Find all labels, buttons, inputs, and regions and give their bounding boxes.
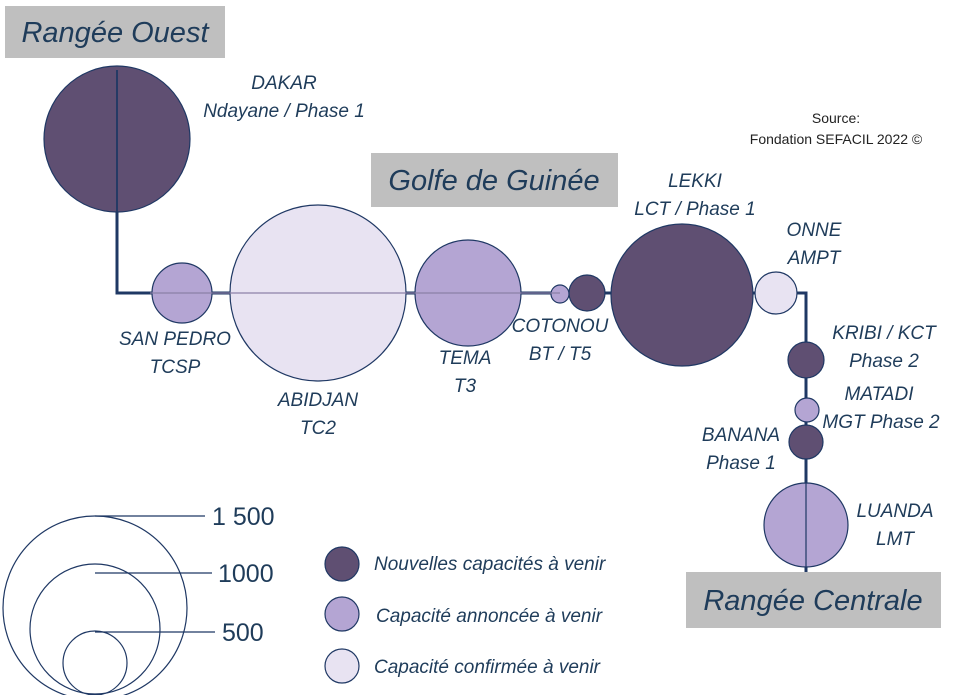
legend-label-nouvelles: Nouvelles capacités à venir	[374, 554, 606, 575]
legend-swatch-nouvelles	[324, 546, 360, 582]
port-label-abidjan-1: ABIDJAN	[277, 390, 359, 411]
region-golfe: Golfe de Guinée	[371, 153, 618, 207]
region-golfe-label: Golfe de Guinée	[388, 165, 599, 197]
scale-label-1000: 1000	[218, 560, 274, 588]
legend-label-annoncee: Capacité annoncée à venir	[376, 606, 603, 627]
scale-circle-500	[62, 630, 128, 695]
category-legend: Nouvelles capacités à venir Capacité ann…	[324, 546, 606, 684]
scale-circle-1000	[29, 563, 161, 695]
port-label-abidjan-2: TC2	[300, 418, 336, 439]
port-label-cotonou-2: BT / T5	[529, 344, 592, 365]
legend-swatch-annoncee	[324, 596, 360, 632]
source-line1: Source:	[812, 110, 860, 126]
port-label-lekki-2: LCT / Phase 1	[634, 199, 755, 220]
legend-swatch-confirmee	[324, 648, 360, 684]
port-label-san-pedro-2: TCSP	[150, 357, 201, 378]
region-centrale: Rangée Centrale	[686, 572, 941, 628]
port-label-san-pedro-1: SAN PEDRO	[119, 329, 231, 350]
port-circle-matadi	[794, 397, 820, 423]
port-label-kribi-1: KRIBI / KCT	[832, 323, 937, 344]
region-ouest: Rangée Ouest	[5, 6, 225, 58]
region-centrale-label: Rangée Centrale	[703, 585, 922, 617]
port-label-tema-1: TEMA	[439, 348, 492, 369]
port-label-matadi-2: MGT Phase 2	[822, 412, 940, 433]
port-label-dakar-1: DAKAR	[251, 73, 317, 94]
port-label-tema-2: T3	[454, 376, 477, 397]
legend-label-confirmee: Capacité confirmée à venir	[374, 657, 601, 678]
port-label-matadi-1: MATADI	[845, 384, 915, 405]
port-label-luanda-1: LUANDA	[856, 501, 933, 522]
scale-label-1500: 1 500	[212, 503, 275, 531]
port-label-onne-1: ONNE	[787, 220, 842, 241]
port-circle-kribi	[787, 341, 825, 379]
port-label-luanda-2: LMT	[876, 529, 915, 550]
port-circle-onne	[754, 271, 798, 315]
source-line2: Fondation SEFACIL 2022 ©	[750, 131, 923, 147]
port-label-banana-1: BANANA	[702, 425, 780, 446]
port-label-cotonou-1: COTONOU	[512, 316, 609, 337]
port-circle-cotonou-t5	[568, 274, 606, 312]
port-circle-banana	[788, 424, 824, 460]
size-scale: 1 500 1000 500	[2, 503, 275, 695]
region-ouest-label: Rangée Ouest	[21, 17, 210, 49]
port-label-dakar-2: Ndayane / Phase 1	[203, 101, 365, 122]
port-label-banana-2: Phase 1	[706, 453, 776, 474]
port-label-lekki-1: LEKKI	[668, 171, 723, 192]
scale-label-500: 500	[222, 619, 264, 647]
port-label-kribi-2: Phase 2	[849, 351, 919, 372]
port-label-onne-2: AMPT	[787, 248, 842, 269]
scale-circle-1500	[2, 515, 188, 695]
port-circle-lekki	[610, 223, 754, 367]
